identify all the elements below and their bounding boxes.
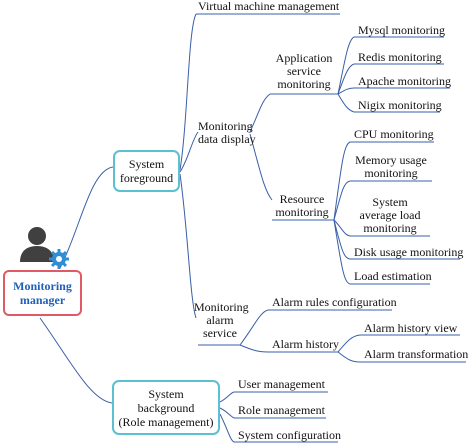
leaf-alarm-rules-configuration: Alarm rules configuration: [272, 295, 397, 309]
leaf-load-estimation: Load estimation: [354, 269, 432, 283]
node-resource-monitoring: Resource monitoring: [275, 192, 329, 219]
leaf-alarm-history-view: Alarm history view: [364, 321, 458, 335]
root-label-line1: Monitoring: [13, 279, 72, 293]
leaf-memory-usage-monitoring: Memory usage monitoring: [355, 153, 427, 180]
leaf-apache-monitoring: Apache monitoring: [358, 74, 451, 88]
foreground-label-line1: System: [128, 157, 165, 171]
leaf-cpu-monitoring: CPU monitoring: [354, 127, 434, 141]
root-node-monitoring-manager: Monitoring manager: [3, 270, 82, 316]
leaf-system-configuration: System configuration: [238, 428, 341, 442]
root-label-line2: manager: [19, 293, 66, 307]
node-application-service-monitoring: Application service monitoring: [275, 51, 333, 91]
background-label-line2: background: [137, 400, 195, 415]
leaf-user-management: User management: [238, 377, 325, 391]
leaf-alarm-transformation: Alarm transformation: [364, 347, 469, 361]
background-label-line1: System: [148, 386, 184, 401]
node-system-background: System background (Role management): [112, 380, 220, 435]
background-label-line3: (Role management): [118, 414, 214, 429]
node-system-foreground: System foreground: [113, 150, 180, 192]
leaf-redis-monitoring: Redis monitoring: [358, 50, 442, 64]
node-monitoring-alarm-service: Monitoring alarm service: [194, 300, 249, 340]
leaf-nigix-monitoring: Nigix monitoring: [358, 98, 442, 112]
user-gear-icon: [20, 227, 69, 269]
foreground-label-line2: foreground: [119, 171, 174, 185]
leaf-virtual-machine-management: Virtual machine management: [198, 0, 340, 13]
leaf-role-management: Role management: [238, 403, 325, 417]
node-monitoring-data-display: Monitoring data display: [198, 119, 256, 146]
leaf-mysql-monitoring: Mysql monitoring: [358, 23, 446, 37]
leaf-system-average-load-monitoring: System average load monitoring: [359, 195, 421, 235]
node-alarm-history: Alarm history: [272, 337, 339, 351]
leaf-disk-usage-monitoring: Disk usage monitoring: [354, 245, 464, 259]
